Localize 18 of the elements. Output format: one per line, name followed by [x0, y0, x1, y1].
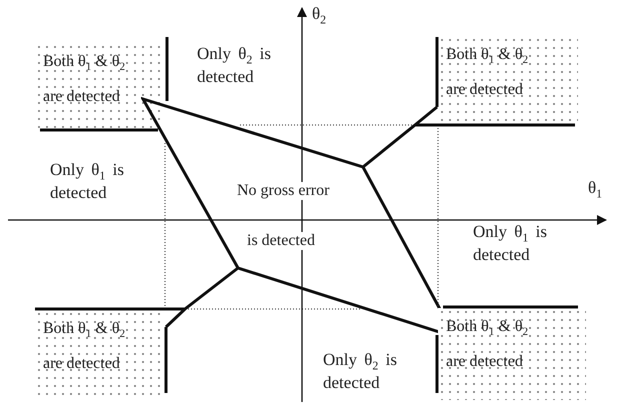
region-text: are detected	[43, 88, 120, 106]
region-text: is detected	[247, 232, 315, 250]
region-text: are detected	[43, 355, 120, 373]
region-text: Both θ$_{1}$ & θ$_{2}$	[446, 46, 528, 66]
region-text: are detected	[446, 353, 523, 371]
axis-label: θ$_{1}$	[588, 178, 602, 202]
region-text: Both θ$_{1}$ & θ$_{2}$	[446, 318, 528, 338]
region-label: Only θ$_{2}$ is detected	[323, 350, 398, 393]
region-text: are detected	[446, 81, 523, 99]
region-label: Only θ$_{1}$ is detected	[50, 160, 125, 203]
boundary-line	[362, 106, 438, 168]
axis-label: θ$_{2}$	[312, 4, 326, 28]
region-label: Only θ$_{1}$ is detected	[473, 222, 548, 265]
boundary-line	[164, 266, 239, 328]
region-text: No gross error	[237, 182, 330, 200]
region-text: Both θ$_{1}$ & θ$_{2}$	[43, 320, 126, 340]
region-label: Only θ$_{2}$ is detected	[197, 44, 272, 87]
region-text: Both θ$_{1}$ & θ$_{2}$	[43, 53, 126, 74]
